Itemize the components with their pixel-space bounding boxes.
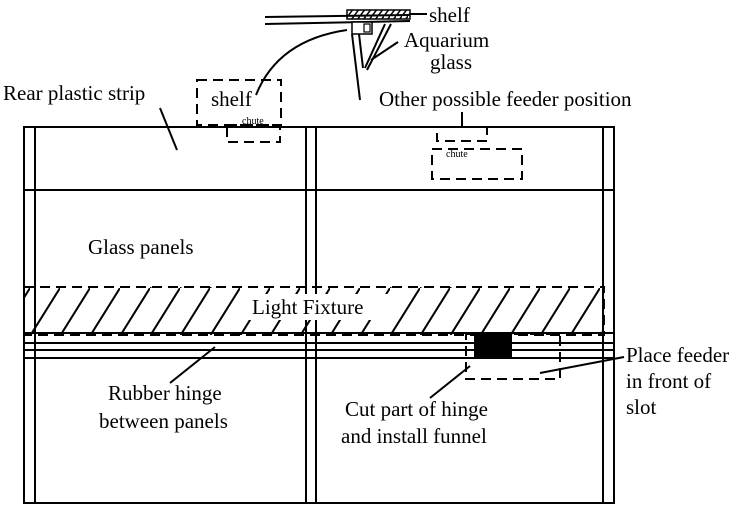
shelf-detail: [255, 9, 427, 101]
shelf-clip-inner: [363, 23, 371, 33]
rubber-hinge-leader: [169, 346, 216, 384]
rubber-hinge-label-line2: between panels: [99, 409, 228, 433]
funnel-slot: [474, 334, 512, 358]
aquarium-glass-top-line-2: [264, 20, 411, 25]
shelf-box-label: shelf: [211, 87, 252, 111]
chute-label-left: chute: [242, 116, 264, 127]
place-feeder-label-line1: Place feeder: [626, 343, 729, 367]
cut-hinge-leader: [429, 365, 471, 399]
cut-hinge-label-line1: Cut part of hinge: [345, 397, 488, 421]
aquarium-glass-label-line2: glass: [430, 50, 472, 74]
rear-plastic-strip-label: Rear plastic strip: [3, 81, 145, 105]
shelf-box: [196, 79, 282, 126]
place-feeder-label-line2: in front of: [626, 369, 711, 393]
place-feeder-leader: [539, 356, 625, 374]
shelf-to-box-arrow: [255, 29, 348, 96]
aquarium-glass-leader: [370, 41, 399, 61]
place-feeder-label-line3: slot: [626, 395, 657, 419]
aquarium-glass-pane-left: [351, 33, 361, 101]
shelf-clip: [351, 21, 373, 35]
glass-brace-2: [366, 23, 392, 71]
cut-hinge-label-line2: and install funnel: [341, 424, 487, 448]
light-fixture-outline: [23, 286, 605, 336]
feeder-position-box: [465, 333, 561, 380]
aquarium-glass-label-line1: Aquarium: [404, 28, 489, 52]
glass-panels-label: Glass panels: [88, 235, 194, 259]
light-fixture-label: Light Fixture: [252, 295, 363, 319]
chute-box-left: [226, 124, 281, 143]
other-feeder-position-label: Other possible feeder position: [379, 87, 632, 111]
other-chute-small-box: [436, 126, 488, 142]
light-fixture-label-bg: [246, 294, 392, 320]
shelf-detail-label: shelf: [429, 3, 470, 27]
other-feeder-box: [431, 148, 523, 180]
shelf-hatched-block: [346, 9, 411, 20]
aquarium-glass-pane-right: [358, 33, 364, 69]
chute-label-right: chute: [446, 149, 468, 160]
glass-brace-1: [364, 23, 386, 69]
rear-strip-leader: [159, 107, 178, 151]
rubber-hinge-label-line1: Rubber hinge: [108, 381, 222, 405]
